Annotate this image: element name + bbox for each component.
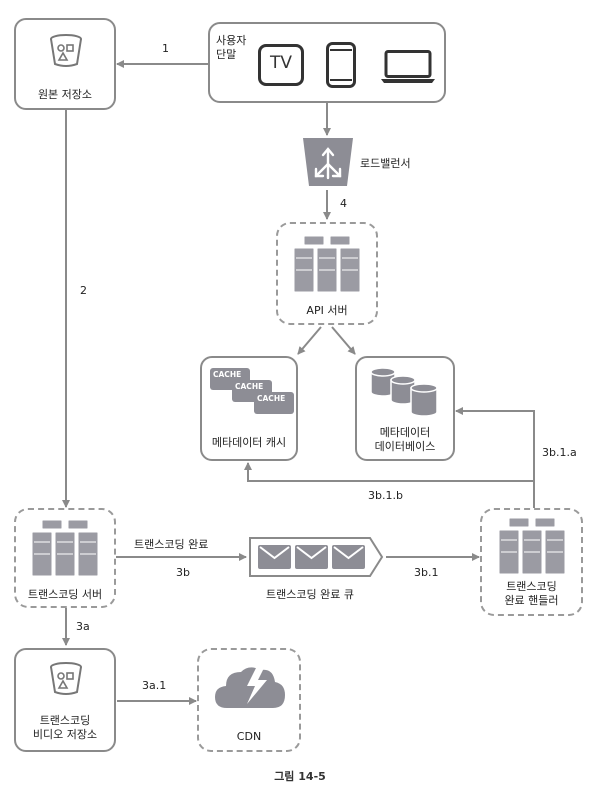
laptop-icon — [381, 50, 435, 83]
edge-3b1a-arrow — [455, 407, 535, 508]
edge-3b-label: 3b — [176, 566, 190, 579]
cdn-node: CDN — [197, 648, 301, 752]
edge-3a-label: 3a — [76, 620, 90, 633]
cache-block-3 — [254, 392, 294, 414]
edge-2-label: 2 — [80, 284, 87, 297]
tv-icon: TV — [258, 44, 304, 86]
user-device-label: 사용자 단말 — [216, 34, 247, 61]
transcoded-storage-node: 트랜스코딩 비디오 저장소 — [14, 648, 116, 752]
edge-3b1a-label: 3b.1.a — [542, 446, 577, 459]
load-balancer-label: 로드밸런서 — [360, 157, 411, 170]
original-storage-node: 원본 저장소 — [14, 18, 116, 110]
bucket-icon — [50, 34, 82, 67]
cache-tag-3: CACHE — [257, 394, 286, 403]
server-rack-icon — [498, 517, 566, 575]
transcoding-server-node: 트랜스코딩 서버 — [14, 508, 116, 608]
metadata-db-node: 메타데이터 데이터베이스 — [355, 356, 455, 461]
edge-3b-note: 트랜스코딩 완료 — [134, 538, 209, 551]
edge-4-label: 4 — [340, 197, 347, 210]
server-rack-icon — [31, 519, 99, 577]
tablet-icon — [326, 42, 356, 88]
edge-api-db-arrow — [331, 326, 356, 355]
message-queue-icon — [249, 537, 384, 577]
edge-3b1-label: 3b.1 — [414, 566, 439, 579]
completion-queue-label: 트랜스코딩 완료 큐 — [266, 588, 354, 601]
api-server-label: API 서버 — [306, 304, 348, 317]
user-device-node: 사용자 단말 TV — [208, 22, 446, 103]
edge-1-label: 1 — [162, 42, 169, 55]
transcoding-server-label: 트랜스코딩 서버 — [27, 588, 103, 601]
completion-handler-node: 트랜스코딩 완료 핸들러 — [480, 508, 583, 616]
edge-api-cache-arrow — [297, 326, 322, 355]
figure-caption: 그림 14-5 — [274, 770, 326, 783]
cache-tag-1: CACHE — [213, 370, 242, 379]
edge-3b1b-label: 3b.1.b — [368, 489, 403, 502]
tv-icon-text: TV — [269, 53, 292, 73]
load-balancer-icon — [303, 138, 353, 186]
metadata-db-label: 메타데이터 데이터베이스 — [374, 426, 436, 453]
metadata-cache-label: 메타데이터 캐시 — [211, 436, 287, 449]
cdn-label: CDN — [236, 730, 262, 743]
transcoded-storage-label: 트랜스코딩 비디오 저장소 — [32, 714, 98, 741]
server-rack-icon — [293, 235, 361, 293]
database-icon — [370, 367, 438, 417]
completion-handler-label: 트랜스코딩 완료 핸들러 — [504, 580, 559, 607]
bucket-icon — [50, 662, 82, 695]
edge-3b1b-arrow — [244, 411, 535, 482]
original-storage-label: 원본 저장소 — [37, 88, 93, 101]
metadata-cache-node: CACHE CACHE CACHE 메타데이터 캐시 — [200, 356, 298, 461]
cloud-lightning-icon — [215, 666, 285, 708]
edge-3a1-label: 3a.1 — [142, 679, 167, 692]
api-server-node: API 서버 — [276, 222, 378, 325]
cache-tag-2: CACHE — [235, 382, 264, 391]
